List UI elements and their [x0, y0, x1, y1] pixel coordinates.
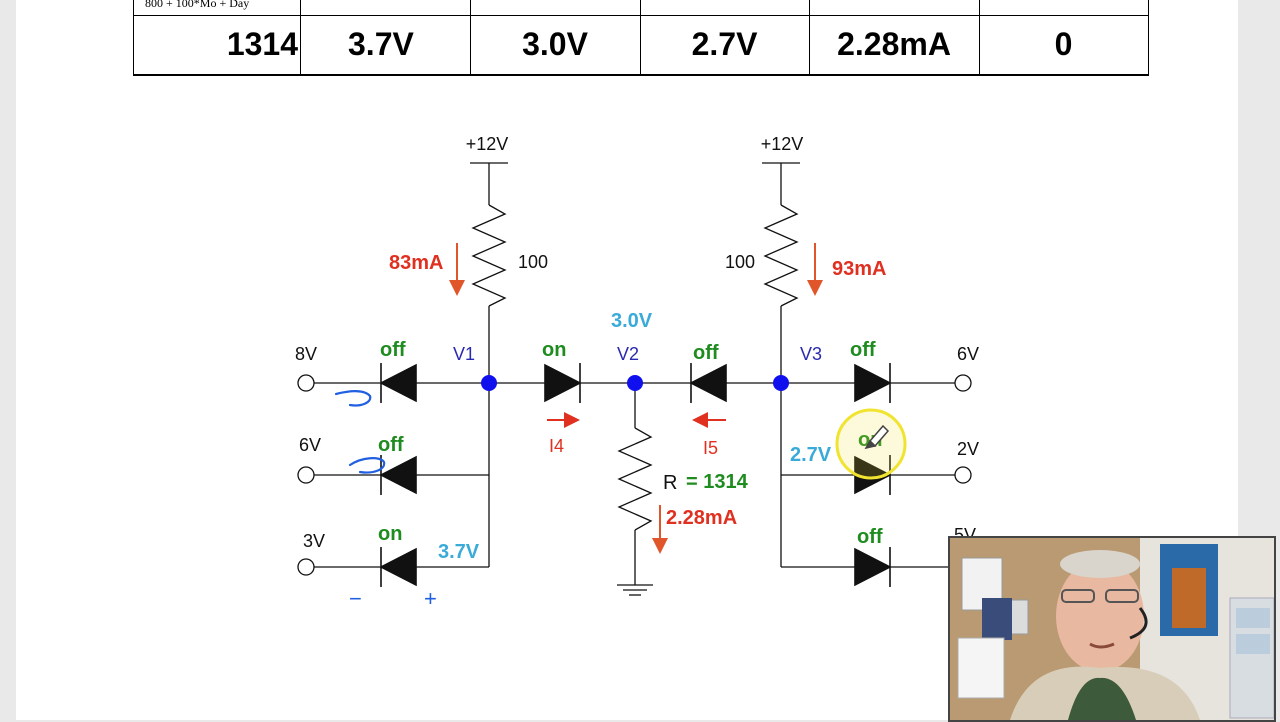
table-cell-r: 1314	[226, 25, 298, 62]
node-v1-dot	[481, 375, 497, 391]
resistor-r-current: 2.28mA	[666, 507, 737, 529]
node-v1-label: V1	[453, 344, 475, 364]
table-cell-v3: 2.7V	[691, 25, 758, 62]
diode-8v	[379, 363, 417, 403]
state-v1-v2: on	[542, 339, 566, 361]
table-divider	[300, 0, 301, 74]
presenter-video	[950, 538, 1274, 720]
table-cell-current: 2.28mA	[837, 25, 951, 62]
v1-voltage: 3.7V	[438, 541, 480, 563]
current-left-label: 83mA	[389, 252, 443, 274]
v2-voltage: 3.0V	[611, 310, 653, 332]
table-caption: 800 + 100*Mo + Day	[145, 0, 250, 10]
input-6v-label: 6V	[299, 435, 321, 455]
state-right-5v: off	[857, 526, 883, 548]
resistor-left-value: 100	[518, 252, 548, 272]
diode-right-5v	[854, 547, 892, 587]
pencil-cursor-icon	[864, 424, 890, 450]
photo-poster	[982, 598, 1012, 640]
current-i5-label: I5	[703, 438, 718, 458]
input-2v-right-label: 2V	[957, 439, 979, 459]
resistor-r-prefix: R	[663, 472, 677, 494]
table-cell-v1: 3.7V	[348, 25, 414, 62]
table-border	[133, 0, 134, 74]
input-3v-label: 3V	[303, 531, 325, 551]
input-8v-label: 8V	[295, 344, 317, 364]
diode-v2-v3	[689, 363, 727, 403]
table-cell-zero: 0	[1054, 25, 1073, 62]
table-cell-v2: 3.0V	[522, 25, 588, 62]
pen-minus-sign: −	[349, 586, 362, 611]
headset-icon	[1129, 607, 1148, 640]
table-divider	[809, 0, 810, 74]
data-table: 800 + 100*Mo + Day 1314 3.7V 3.0V 2.7V 2…	[133, 0, 1149, 76]
terminal-2v-right	[954, 466, 972, 484]
state-6v: off	[378, 434, 404, 456]
supply-label-left: +12V	[466, 134, 509, 154]
resistor-right-value: 100	[725, 252, 755, 272]
state-3v: on	[378, 523, 402, 545]
terminal-8v	[297, 374, 315, 392]
table-caption-row: 800 + 100*Mo + Day	[133, 0, 1149, 16]
node-v2-label: V2	[617, 344, 639, 364]
pen-arrow-8v	[334, 390, 372, 407]
input-6v-right-label: 6V	[957, 344, 979, 364]
diode-v1-v2	[544, 363, 582, 403]
diode-3v	[379, 547, 417, 587]
state-8v: off	[380, 339, 406, 361]
terminal-6v-right	[954, 374, 972, 392]
terminals	[297, 374, 972, 576]
table-divider	[470, 0, 471, 74]
terminal-3v	[297, 558, 315, 576]
state-right-6v: off	[850, 339, 876, 361]
node-v3-label: V3	[800, 344, 822, 364]
terminal-6v	[297, 466, 315, 484]
current-right-label: 93mA	[832, 258, 886, 280]
table-divider	[979, 0, 980, 74]
handwritten-annotations	[334, 390, 386, 474]
table-divider	[640, 0, 641, 74]
webcam-overlay	[948, 536, 1276, 722]
state-v2-v3: off	[693, 342, 719, 364]
node-v3-dot	[773, 375, 789, 391]
supply-label-right: +12V	[761, 134, 804, 154]
pen-arrow-6v	[348, 457, 386, 474]
resistor-r-value: = 1314	[686, 471, 749, 493]
current-i4-label: I4	[549, 436, 564, 456]
v3-voltage: 2.7V	[790, 444, 832, 466]
node-v2-dot	[627, 375, 643, 391]
pen-plus-sign: +	[424, 586, 437, 611]
table-border	[1148, 0, 1149, 74]
diode-6v	[379, 455, 417, 495]
diode-right-6v	[854, 363, 892, 403]
presenter-face	[1056, 560, 1144, 672]
